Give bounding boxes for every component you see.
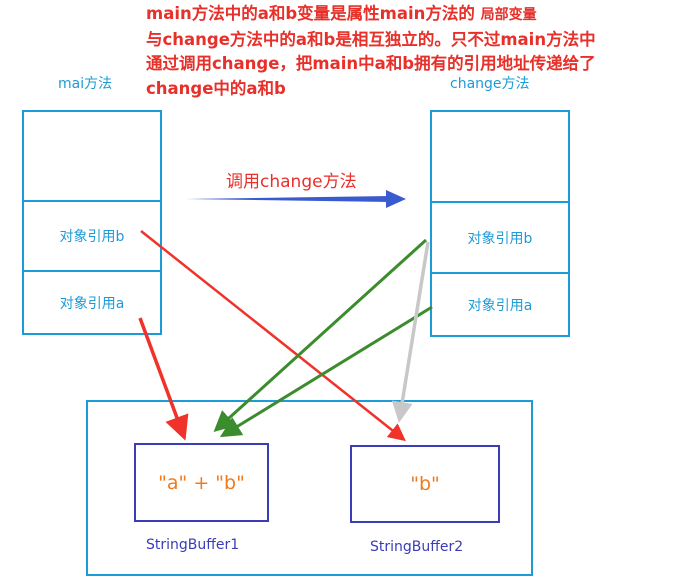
note-line-2: 与change方法中的a和b是相互独立的。只不过main方法中 <box>146 29 596 49</box>
note-line-1-suffix: 局部变量 <box>480 7 537 23</box>
stringbuffer1-value: "a" + "b" <box>158 471 245 494</box>
stringbuffer2-label: StringBuffer2 <box>370 539 464 555</box>
stringbuffer1-box: "a" + "b" <box>134 443 269 522</box>
call-change-label: 调用change方法 <box>226 172 357 192</box>
note-line-4: change中的a和b <box>146 78 286 98</box>
main-ref-a: 对象引用a <box>24 270 160 333</box>
main-a-arrow <box>138 317 189 441</box>
change-b-arrow <box>213 238 428 433</box>
change-b-gray-arrow <box>391 241 430 423</box>
change-ref-a: 对象引用a <box>432 272 568 335</box>
note-line-1: main方法中的a和b变量是属性main方法的 <box>146 4 475 23</box>
change-a-arrow <box>219 305 433 438</box>
heap-area <box>86 400 533 576</box>
change-frame-title: change方法 <box>450 76 530 92</box>
main-frame-title: mai方法 <box>58 76 113 92</box>
main-ref-b: 对象引用b <box>24 200 160 270</box>
main-b-arrow <box>140 230 406 442</box>
stringbuffer2-value: "b" <box>410 473 440 495</box>
call-arrow <box>186 196 392 202</box>
change-frame-box: 对象引用b 对象引用a <box>430 110 570 337</box>
stringbuffer1-label: StringBuffer1 <box>146 537 240 553</box>
call-arrow-head <box>386 190 406 208</box>
stringbuffer2-box: "b" <box>350 445 500 523</box>
note-line-3: 通过调用change，把main中a和b拥有的引用地址传递给了 <box>146 54 596 73</box>
explanation-note: main方法中的a和b变量是属性main方法的 局部变量 与change方法中的… <box>146 2 666 101</box>
main-frame-box: 对象引用b 对象引用a <box>22 110 162 335</box>
change-ref-b: 对象引用b <box>432 201 568 272</box>
